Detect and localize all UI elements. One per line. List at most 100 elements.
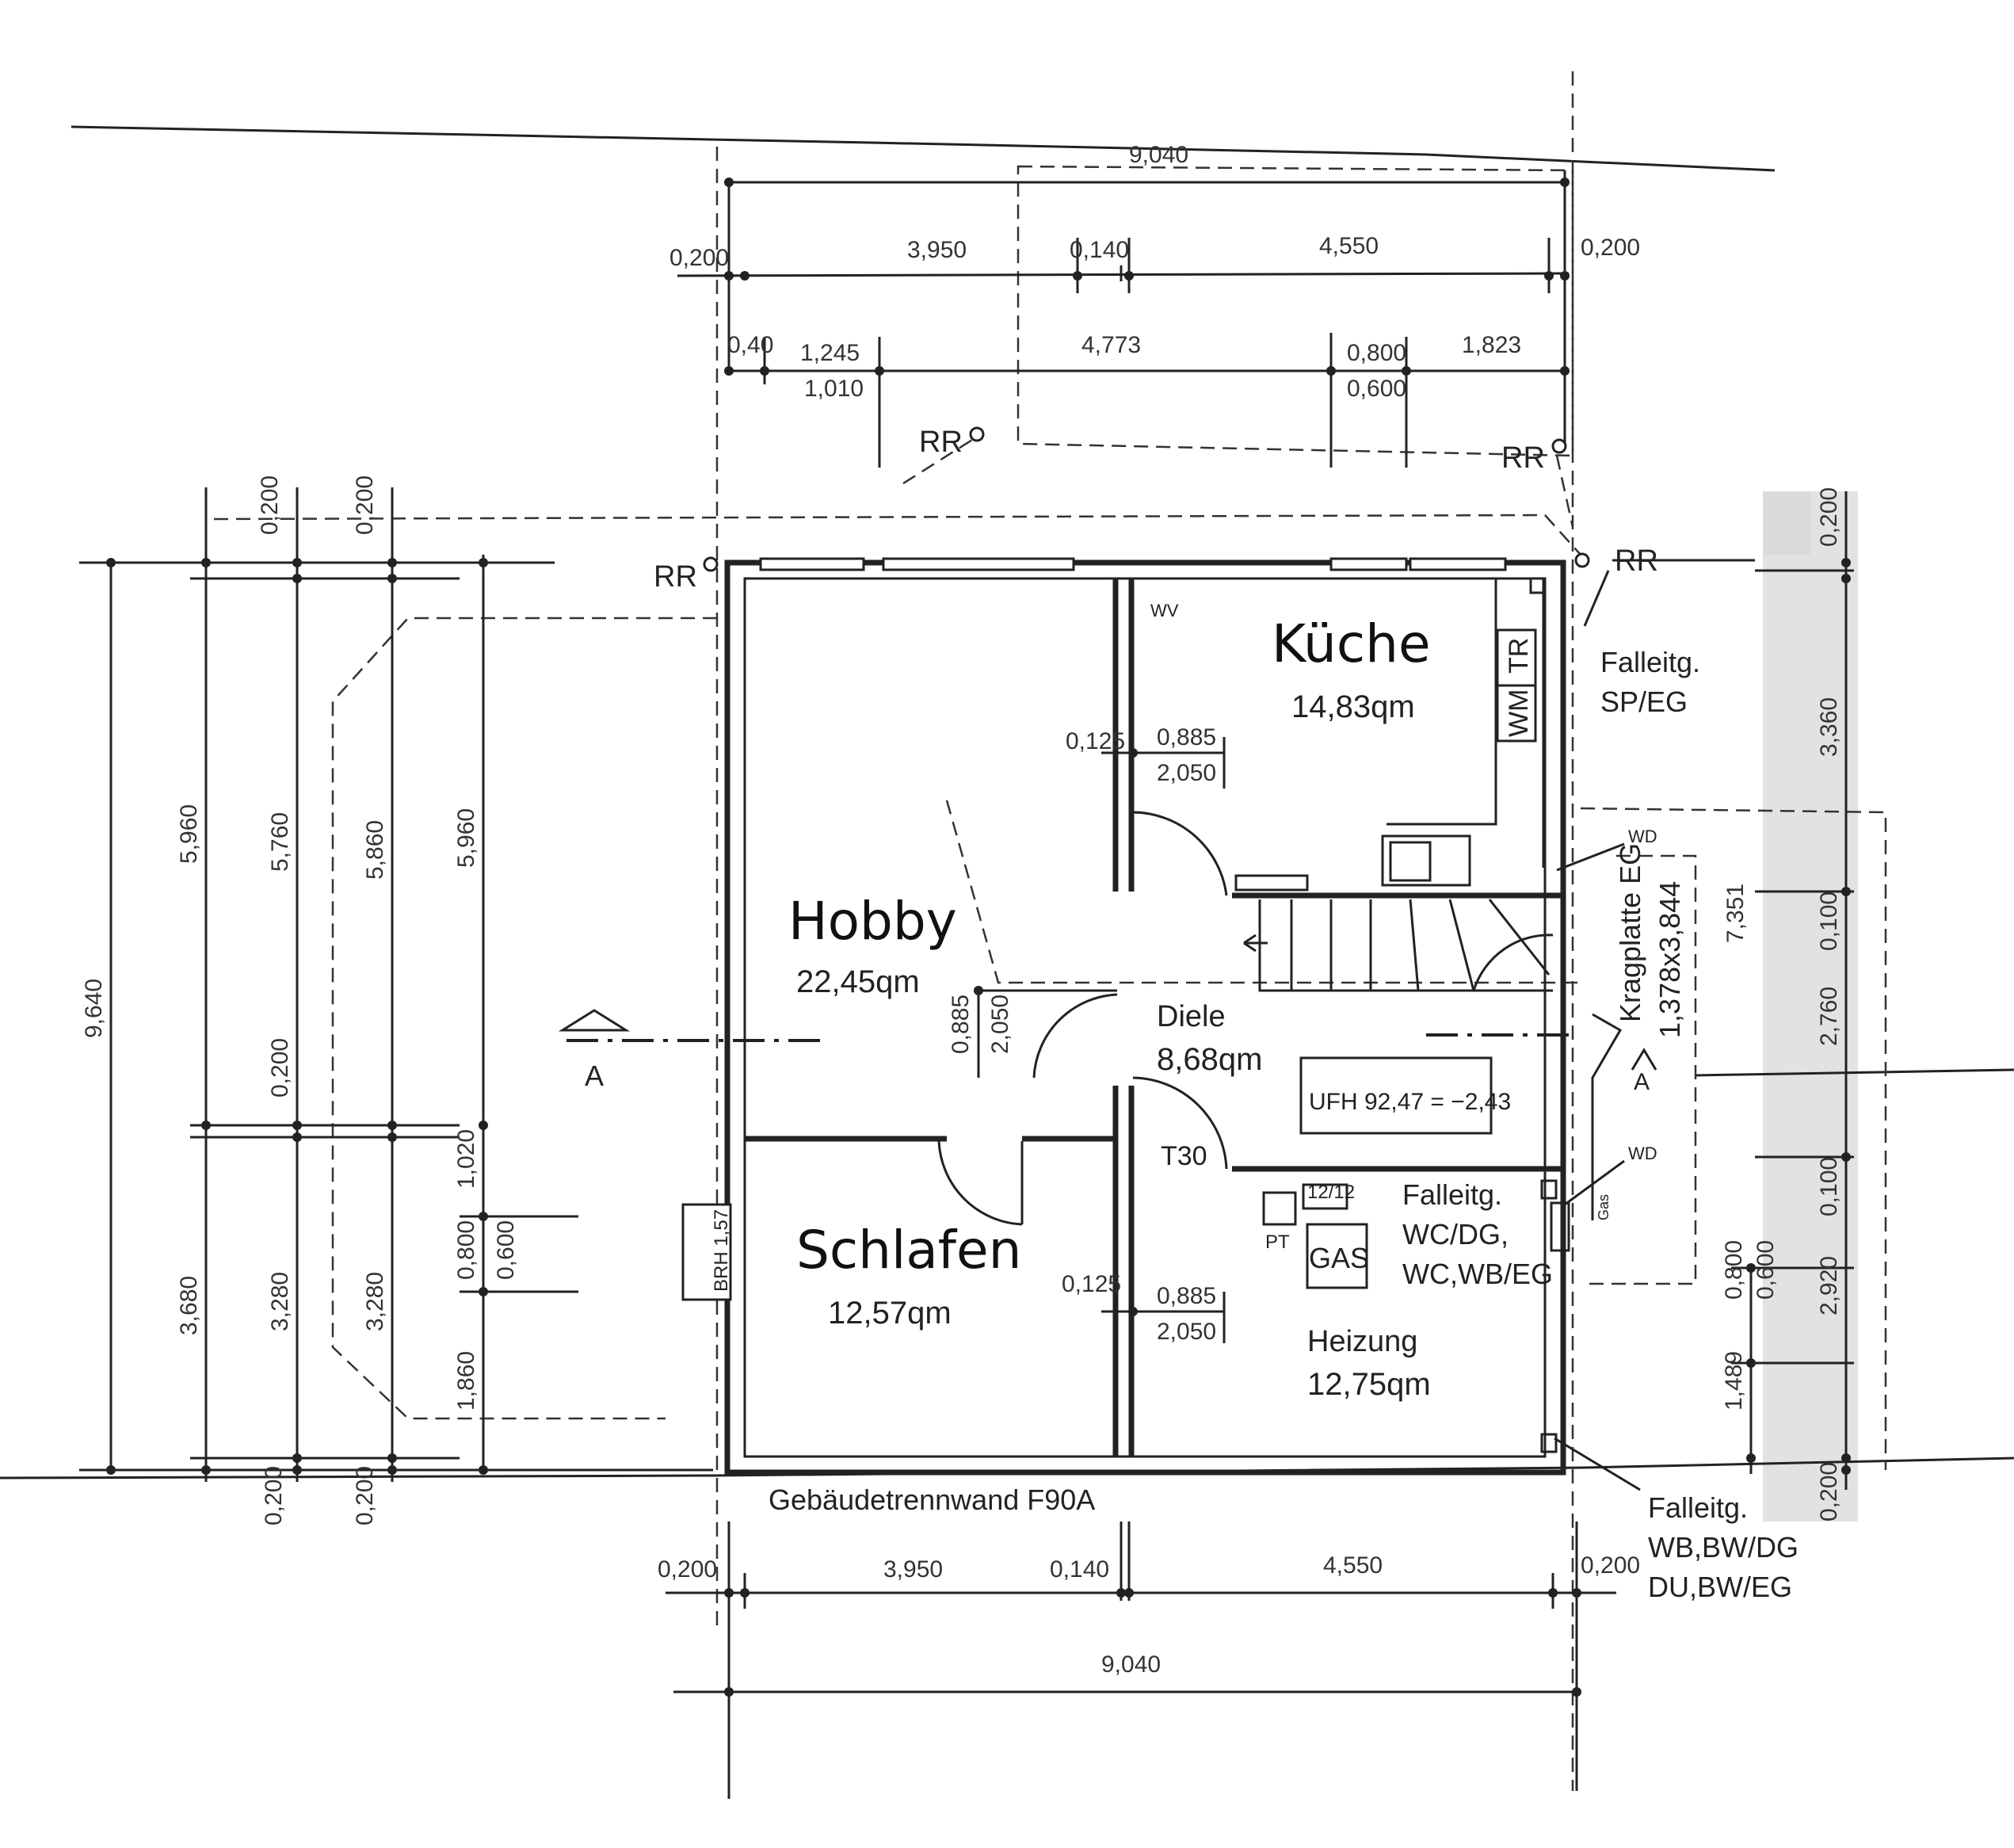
dim-bottom-3: 4,550 <box>1323 1552 1383 1579</box>
property-lines <box>0 71 2014 1791</box>
dim-left-c-0: 5,860 <box>362 820 388 880</box>
dim-top-row-0: 0,200 <box>669 245 729 271</box>
brh-label: BRH 1,57 <box>711 1209 732 1292</box>
dim-left-b-0: 5,760 <box>267 812 293 872</box>
dim-left-bottom-1: 0,200 <box>352 1466 378 1525</box>
staircase <box>1243 899 1554 992</box>
dim-right-window-1: 0,600 <box>1753 1240 1779 1300</box>
dim-door-kueche-1: 0,885 <box>1157 724 1216 750</box>
falleitg-sp-line1: Falleitg. <box>1600 646 1700 678</box>
shaded-strip <box>1763 491 1810 555</box>
falleitg-wc-line2: WC/DG, <box>1402 1218 1509 1250</box>
falleitg-wb-line3: DU,BW/EG <box>1648 1571 1792 1603</box>
falleitg-wc-line3: WC,WB/EG <box>1402 1258 1553 1290</box>
dim-bottom-total: 9,040 <box>1101 1651 1161 1678</box>
dim-top-row2-4: 0,800 <box>1347 340 1406 366</box>
leader-lines <box>1554 842 1641 1491</box>
rr-label-4: RR <box>1615 544 1658 578</box>
room-name-diele: Diele <box>1157 1000 1226 1033</box>
wv-label: WV <box>1150 601 1179 620</box>
kragplatte-label: Kragplatte EG <box>1614 843 1646 1022</box>
ufh-label: UFH 92,47 = −2,43 <box>1309 1089 1511 1115</box>
dim-left-a-1: 3,680 <box>176 1276 202 1335</box>
room-area-heizung: 12,75qm <box>1307 1367 1431 1402</box>
dim-door-kueche-2: 2,050 <box>1157 760 1216 786</box>
dim-right-col-2: 0,100 <box>1816 892 1842 951</box>
dim-left-d-3: 0,600 <box>493 1220 519 1280</box>
dim-left-d-2: 0,800 <box>453 1220 479 1280</box>
dim-right-col-1: 3,360 <box>1816 697 1842 757</box>
rr-label-3: RR <box>654 560 697 594</box>
dim-door-hobby-1: 2,050 <box>987 995 1013 1054</box>
wd-label-1: WD <box>1628 827 1657 846</box>
building-walls <box>681 557 1566 1476</box>
dim-right-col-5: 2,920 <box>1816 1256 1842 1315</box>
dim-right-col-3: 2,760 <box>1816 987 1842 1046</box>
roof-outline <box>213 165 1887 1470</box>
dim-left-d-1: 1,020 <box>453 1129 479 1189</box>
dim-left-top-1: 0,200 <box>352 475 378 535</box>
dim-bottom-0: 0,200 <box>658 1556 717 1583</box>
dim-left-d-0: 5,960 <box>453 808 479 868</box>
pt-label: PT <box>1265 1231 1290 1253</box>
falleitg-wc-line1: Falleitg. <box>1402 1178 1502 1211</box>
dim-door-heizung-2: 2,050 <box>1157 1319 1216 1345</box>
dim-top-row-3: 4,550 <box>1319 233 1379 259</box>
dim-right-col-0: 0,200 <box>1816 487 1842 547</box>
dim-bottom-1: 3,950 <box>883 1556 943 1583</box>
room-area-hobby: 22,45qm <box>796 964 920 999</box>
rr-label-1: RR <box>919 426 963 459</box>
shaded-neighbour-area <box>1763 491 1858 1522</box>
falleitg-wb-line1: Falleitg. <box>1648 1491 1748 1524</box>
section-line <box>558 1009 1657 1071</box>
dim-right-col-4: 0,100 <box>1816 1157 1842 1216</box>
dim-top-row-1: 3,950 <box>907 237 967 263</box>
dim-bottom-4: 0,200 <box>1581 1552 1640 1579</box>
dim-top-row2-2: 1,010 <box>804 376 864 402</box>
section-mark-right: A <box>1634 1069 1650 1095</box>
dim-top-row2-5: 0,600 <box>1347 376 1406 402</box>
kragplatte-size-label: 1,378x3,844 <box>1654 881 1686 1038</box>
dim-top-row-2: 0,140 <box>1070 237 1129 263</box>
dim-right-window-0: 0,800 <box>1721 1240 1747 1300</box>
dim-left-bottom-0: 0,200 <box>261 1466 287 1525</box>
dim-left-b-2: 3,280 <box>267 1272 293 1331</box>
tr-label: TR <box>1504 638 1534 674</box>
dim-right-outer: 7,351 <box>1722 884 1749 943</box>
dim-left-top-0: 0,200 <box>257 475 283 535</box>
dim-top-row2-3: 4,773 <box>1081 332 1141 358</box>
room-area-kueche: 14,83qm <box>1291 689 1415 724</box>
dim-left-outer: 9,640 <box>81 979 107 1038</box>
dim-door-heizung-1: 0,885 <box>1157 1283 1216 1309</box>
heating-fixtures <box>1262 1056 1570 1453</box>
room-name-hobby: Hobby <box>788 891 957 952</box>
dim-left-c-1: 3,280 <box>362 1272 388 1331</box>
gas-small-label: Gas <box>1596 1194 1612 1220</box>
dim-door-hobby-0: 0,885 <box>948 995 974 1054</box>
rr-label-2: RR <box>1501 441 1545 475</box>
wall-note-label: Gebäudetrennwand F90A <box>769 1483 1095 1516</box>
falleitg-wb-line2: WB,BW/DG <box>1648 1531 1798 1564</box>
section-mark-left: A <box>585 1060 604 1092</box>
room-area-diele: 8,68qm <box>1157 1042 1262 1077</box>
dim-bottom-2: 0,140 <box>1050 1556 1109 1583</box>
dim-top-total: 9,040 <box>1129 142 1188 168</box>
dim-right-window-2: 1,489 <box>1721 1351 1747 1411</box>
dim-left-d-4: 1,860 <box>453 1351 479 1411</box>
wm-label: WM <box>1504 689 1534 737</box>
room-name-heizung: Heizung <box>1307 1325 1417 1358</box>
dim-left-a-0: 5,960 <box>176 804 202 864</box>
dim-right-col-6: 0,200 <box>1816 1462 1842 1522</box>
room-name-kueche: Küche <box>1272 613 1431 674</box>
room-area-schlafen: 12,57qm <box>828 1296 952 1331</box>
dimension-dots <box>106 178 1851 1697</box>
dim-top-row-4: 0,200 <box>1581 235 1640 261</box>
room-name-schlafen: Schlafen <box>796 1220 1021 1281</box>
t30-label: T30 <box>1161 1141 1207 1171</box>
rr-markers <box>703 426 1755 627</box>
dim-top-row2-6: 1,823 <box>1462 332 1521 358</box>
dim-left-b-1: 0,200 <box>267 1038 293 1098</box>
dim-top-row2-0: 0,40 <box>727 332 773 358</box>
kitchen-fixtures <box>1234 577 1547 892</box>
